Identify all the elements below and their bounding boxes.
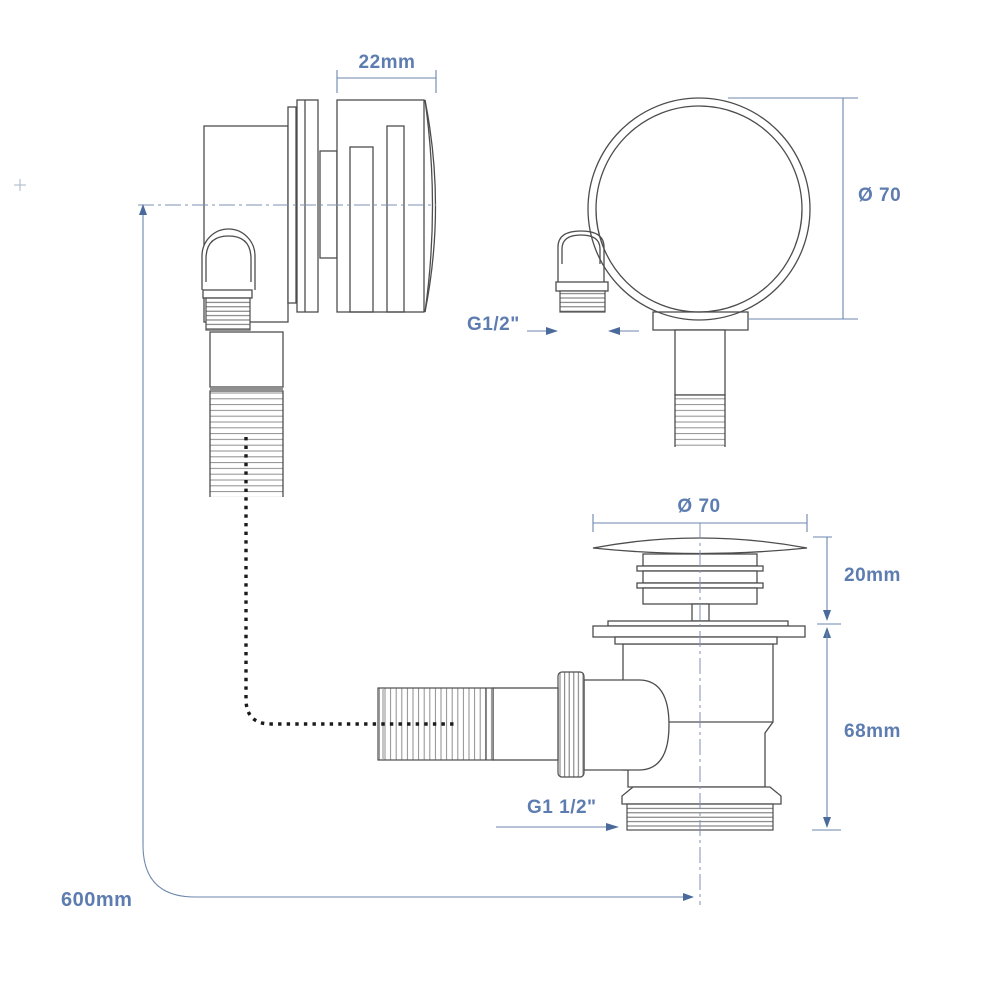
pull-cable-dotted-path xyxy=(244,437,456,726)
front-elbow-thread xyxy=(559,290,606,313)
dim-label-waste-thread: G1 1/2" xyxy=(527,797,597,818)
dim-label-waste-body-height: 68mm xyxy=(844,721,901,742)
dimension-overflow-thread: G1/2" xyxy=(467,314,639,335)
dimension-hose-length: 600mm xyxy=(61,204,694,911)
front-corrugated-hose xyxy=(675,395,725,447)
dimension-waste-thread: G1 1/2" xyxy=(496,797,619,831)
overflow-face-inner xyxy=(595,105,803,313)
waste-nut xyxy=(557,671,585,778)
waste-valve-view xyxy=(377,523,808,905)
dim-label-overflow-thread: G1/2" xyxy=(467,314,520,335)
dim-label-waste-cap-height: 20mm xyxy=(844,565,901,586)
cursor-cross xyxy=(14,179,26,191)
dim-label-hose-length: 600mm xyxy=(61,889,132,911)
waste-flange xyxy=(592,625,806,638)
dim-label-waste-cap-diameter: Ø 70 xyxy=(677,496,720,517)
overflow-face-outer xyxy=(587,97,811,321)
dimension-overflow-width: 22mm xyxy=(336,52,437,93)
dim-label-overflow-width: 22mm xyxy=(359,52,416,73)
corrugated-hose-vertical xyxy=(210,391,283,497)
overflow-elbow-thread xyxy=(205,297,251,331)
overflow-rosette-stack xyxy=(336,99,425,313)
dim-label-overflow-face-diameter: Ø 70 xyxy=(858,185,901,206)
hose-sleeve-vertical xyxy=(209,331,284,388)
front-elbow xyxy=(557,230,605,282)
hose-sleeve-horizontal xyxy=(492,687,559,761)
dimension-waste-cap-height: 20mm xyxy=(813,536,901,625)
dimension-waste-body-height: 68mm xyxy=(812,627,901,831)
waste-collar xyxy=(621,786,782,805)
dimension-overflow-face-diameter: Ø 70 xyxy=(728,97,901,320)
overflow-elbow xyxy=(201,228,256,290)
overflow-front-view xyxy=(555,97,811,447)
overflow-side-view xyxy=(138,99,437,497)
dimension-waste-cap-diameter: Ø 70 xyxy=(592,496,808,532)
waste-inlet-pipe xyxy=(583,679,670,771)
